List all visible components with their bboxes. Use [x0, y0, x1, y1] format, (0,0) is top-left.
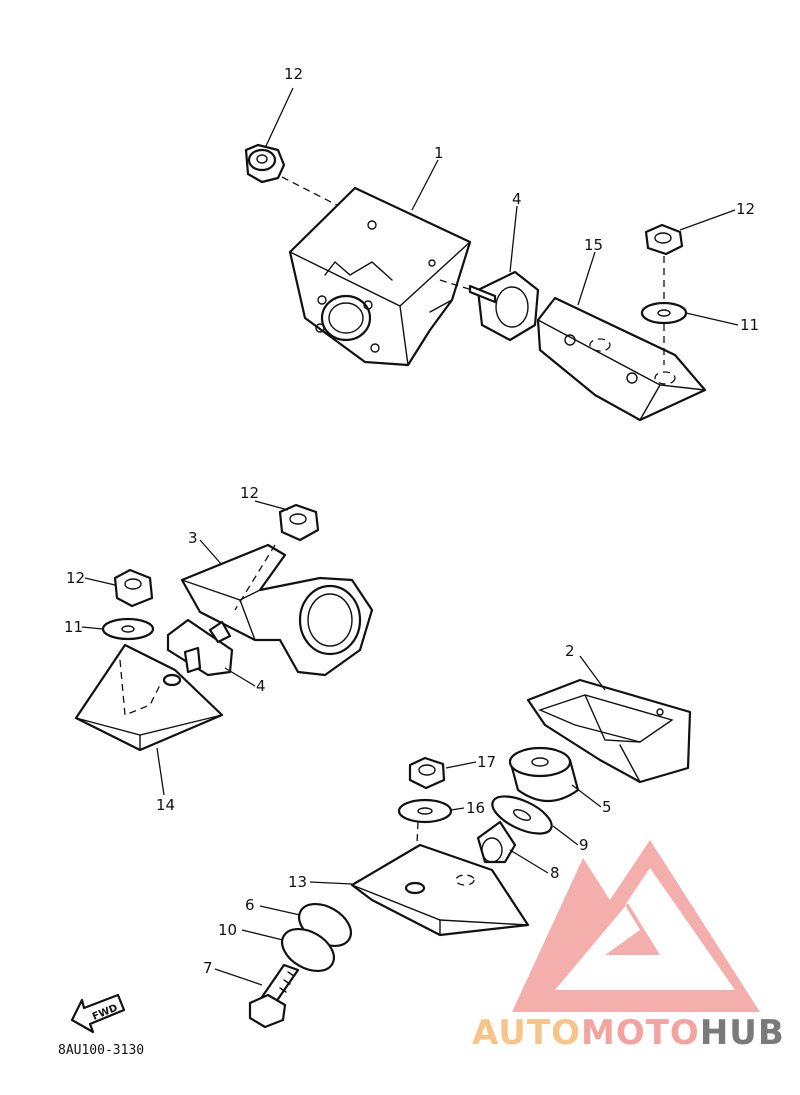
automotohub-logo: [512, 840, 760, 1012]
part-12-nut-middle: [278, 503, 320, 542]
part-9-washer: [491, 795, 553, 835]
callout-12-left: 12: [66, 569, 85, 587]
watermark-text: AUTOMOTOHUB: [472, 1013, 785, 1053]
callout-9: 9: [579, 836, 589, 854]
callout-12-top: 12: [284, 65, 303, 83]
part-2-bracket: [526, 678, 692, 784]
part-11-washer-left: [101, 617, 155, 641]
callout-16: 16: [466, 799, 485, 817]
callout-4-top: 4: [512, 190, 522, 208]
part-12-nut-left: [113, 568, 154, 608]
part-13-plate: [350, 843, 530, 937]
logo-triangle: [512, 840, 760, 1012]
callout-17: 17: [477, 753, 496, 771]
part-4-mount-top: [439, 270, 540, 342]
part-17-nut: [408, 756, 446, 790]
callout-5: 5: [602, 798, 612, 816]
part-15-bracket: [536, 296, 707, 422]
callout-6: 6: [245, 896, 255, 914]
watermark-part-moto: MOTO: [581, 1013, 700, 1053]
part-7-bolt: [248, 963, 300, 1029]
leader-lines: [81, 87, 739, 986]
part-11-washer-top: [640, 301, 688, 325]
callout-7: 7: [203, 959, 213, 977]
callout-8: 8: [550, 864, 560, 882]
part-8-collar: [476, 820, 517, 864]
callout-14: 14: [156, 796, 175, 814]
part-14-plate: [74, 643, 224, 752]
callout-12-middle: 12: [240, 484, 259, 502]
callout-3: 3: [188, 529, 198, 547]
part-12-nut-top: [244, 143, 286, 184]
callout-13: 13: [288, 873, 307, 891]
callout-2: 2: [565, 642, 575, 660]
part-5-rubber-damper: [508, 746, 580, 802]
callout-11-top: 11: [740, 316, 759, 334]
callout-15: 15: [584, 236, 603, 254]
part-16-washer: [397, 798, 453, 824]
callout-12-top-right: 12: [736, 200, 755, 218]
callout-4-middle: 4: [256, 677, 266, 695]
callout-1: 1: [434, 144, 444, 162]
watermark-part-auto: AUTO: [472, 1013, 581, 1053]
callout-10: 10: [218, 921, 237, 939]
watermark-part-hub: HUB: [700, 1013, 785, 1053]
fwd-arrow-icon: FWD: [70, 993, 126, 1034]
diagram-code: 8AU100-3130: [58, 1043, 144, 1058]
part-3-bracket: [180, 543, 374, 677]
part-4-mount-middle: [166, 618, 234, 677]
part-12-nut-top-right: [644, 223, 684, 256]
part-1-bracket: [288, 186, 472, 367]
callout-11-left: 11: [64, 618, 83, 636]
part-10-washer: [281, 927, 335, 973]
